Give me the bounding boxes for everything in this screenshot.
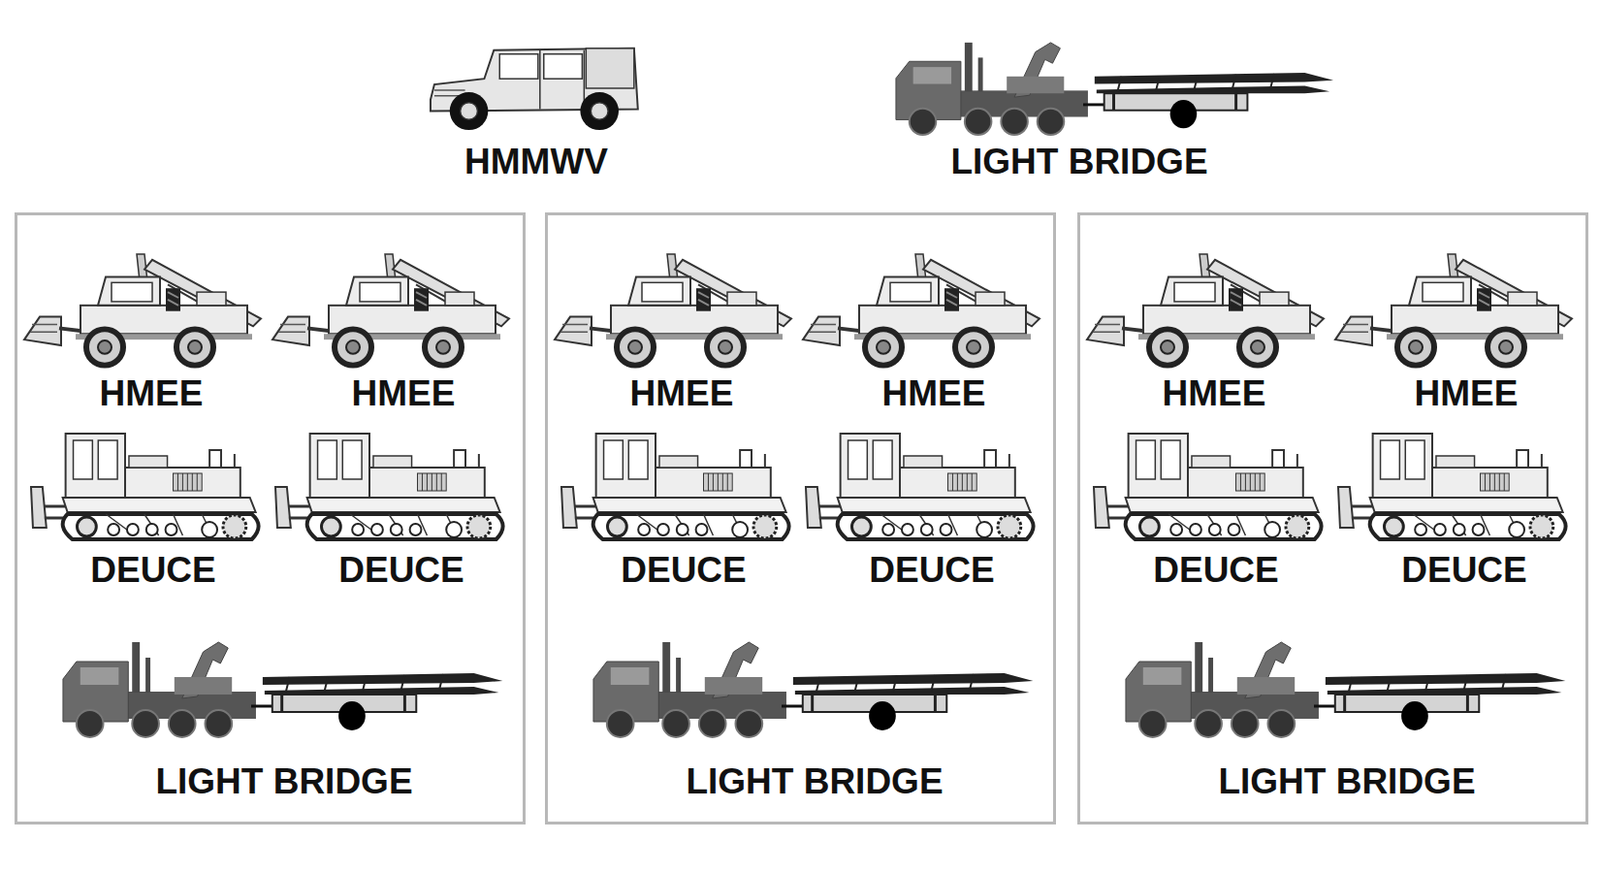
hmee-drawing [554, 254, 792, 366]
deuce-drawing [31, 433, 259, 540]
vehicle-label: HMMWV [464, 143, 608, 180]
light-bridge-drawing [63, 641, 503, 737]
hmee-drawing [1335, 254, 1572, 366]
group-panel: HMEE HMEE DEUCE DEUCE LIGHT BRIDGE [1077, 212, 1589, 825]
vehicle-label: LIGHT BRIDGE [1217, 763, 1475, 800]
vehicle-label: DEUCE [338, 551, 465, 588]
deuce-drawing [805, 433, 1034, 540]
deuce-drawing [561, 433, 790, 540]
vehicle-label: HMEE [1414, 375, 1519, 412]
vehicle-label: DEUCE [620, 551, 747, 588]
group-panel: HMEE HMEE DEUCE DEUCE LIGHT BRIDGE [14, 212, 526, 825]
vehicle-label: HMEE [352, 375, 456, 412]
light-bridge-drawing [593, 641, 1033, 737]
vehicle-label: LIGHT BRIDGE [685, 763, 943, 800]
vehicle-label: DEUCE [1152, 551, 1280, 588]
group-panel: HMEE HMEE DEUCE DEUCE LIGHT BRIDGE [544, 212, 1056, 825]
hmee-drawing [24, 254, 261, 366]
deuce-drawing [1093, 433, 1322, 540]
vehicle-label: LIGHT BRIDGE [155, 763, 413, 800]
hmee-drawing [802, 254, 1040, 366]
deuce-drawing [1338, 433, 1567, 540]
vehicle-label: DEUCE [90, 551, 217, 588]
light-bridge-drawing [1125, 641, 1566, 737]
vehicle-label: HMEE [630, 375, 735, 412]
light-bridge-drawing [896, 42, 1334, 135]
vehicle-label: DEUCE [868, 551, 995, 588]
hmmwv-drawing [430, 48, 639, 130]
vehicle-label: HMEE [1162, 375, 1267, 412]
vehicle-label: DEUCE [1401, 551, 1528, 588]
vehicle-label: HMEE [99, 375, 204, 412]
hmee-drawing [1087, 254, 1324, 366]
vehicle-label: LIGHT BRIDGE [950, 143, 1208, 180]
hmee-drawing [272, 254, 510, 366]
vehicle-label: HMEE [882, 375, 987, 412]
deuce-drawing [275, 433, 504, 540]
